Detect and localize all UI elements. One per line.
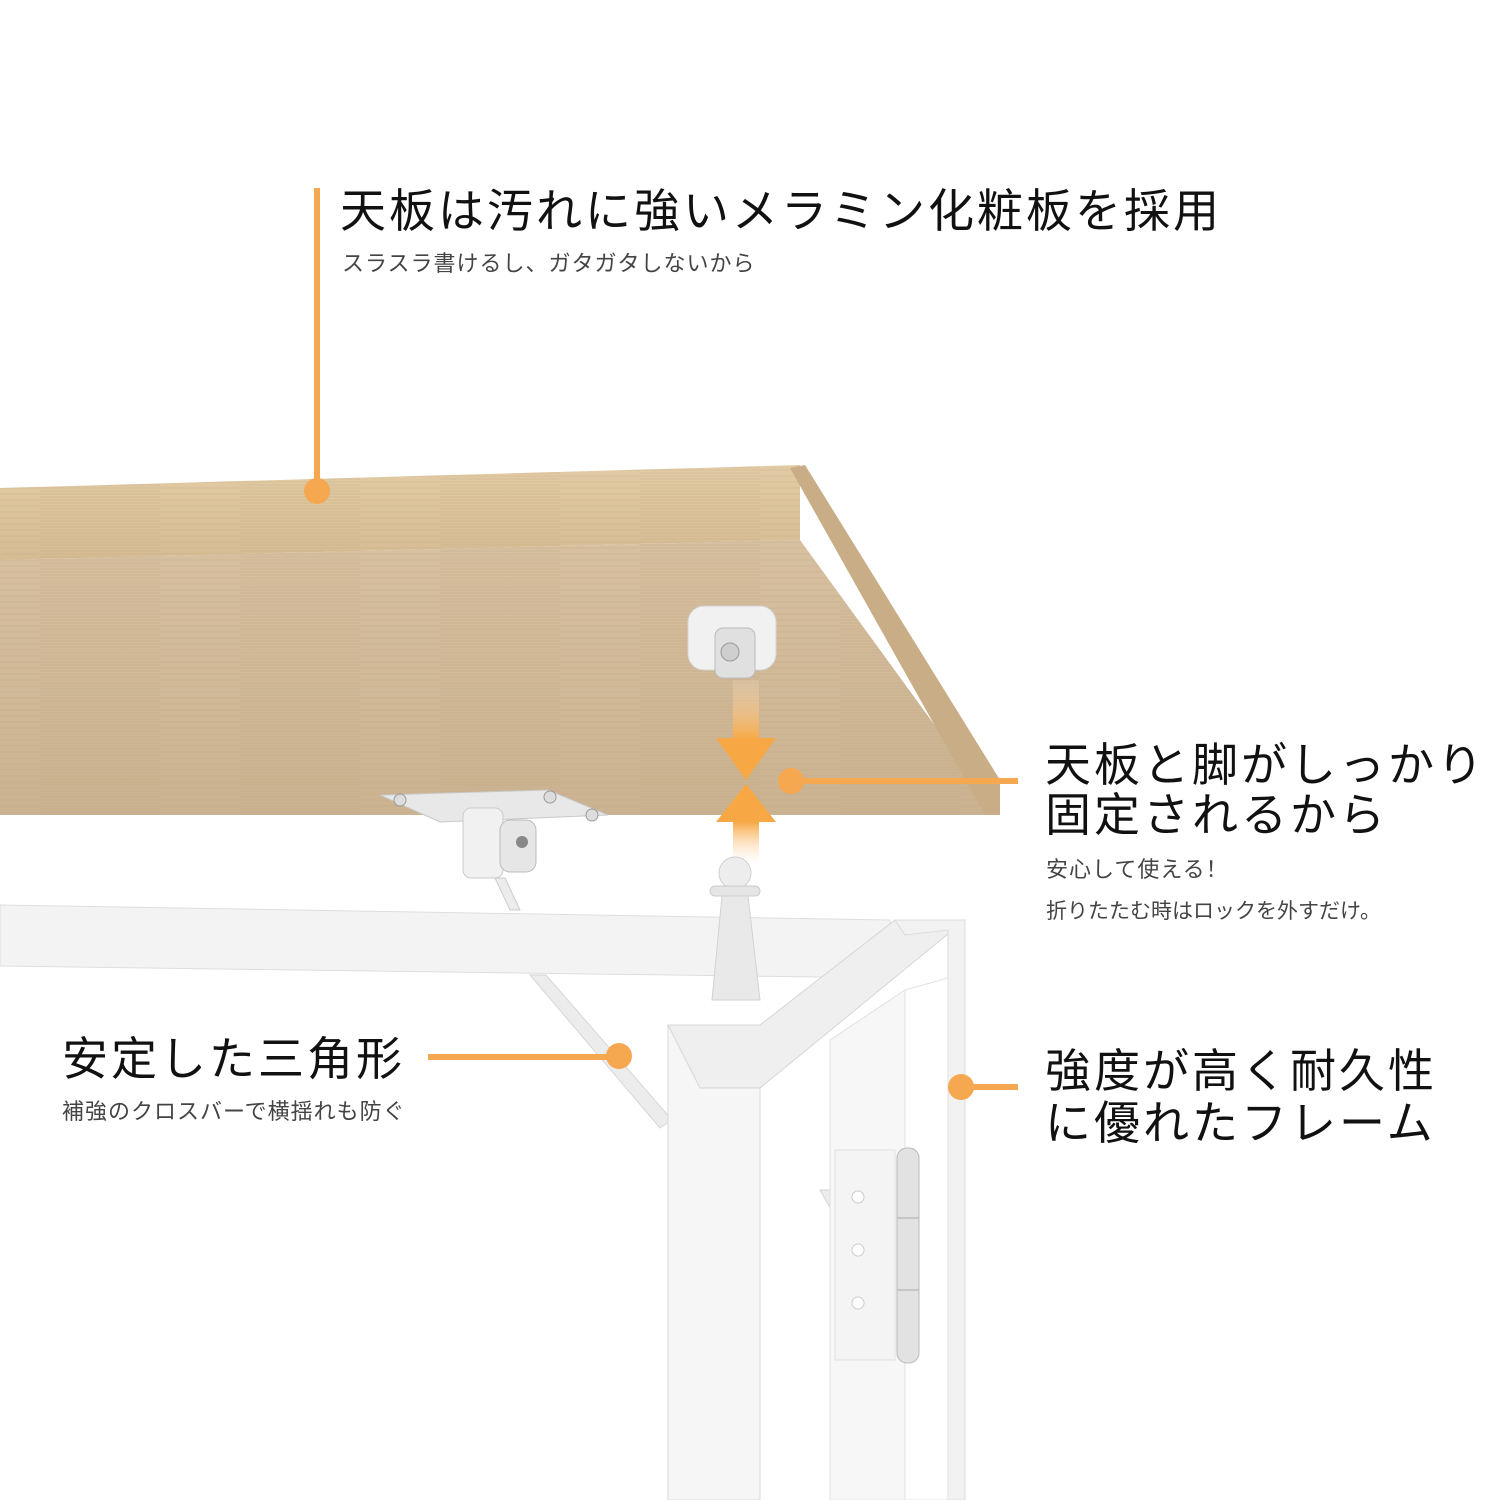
- callout-2-subtitle-line-2: 折りたたむ時はロックを外すだけ。: [1046, 899, 1381, 923]
- callout-4-leader-line: [960, 1084, 1018, 1090]
- callout-3-title: 安定した三角形: [62, 1032, 405, 1086]
- callout-1-leader-line: [314, 188, 320, 490]
- callout-4-title-line-1: 強度が高く耐久性: [1045, 1044, 1437, 1098]
- callout-2-title-line-1: 天板と脚がしっかり: [1045, 738, 1486, 792]
- callout-2-leader-line: [790, 778, 1018, 784]
- callout-1-marker-dot: [304, 478, 330, 504]
- callout-1-title: 天板は汚れに強いメラミン化粧板を採用: [340, 184, 1222, 238]
- callout-3-marker-dot: [606, 1043, 632, 1069]
- callout-1-subtitle: スラスラ書けるし、ガタガタしないから: [342, 252, 756, 277]
- callout-3-leader-line: [428, 1054, 618, 1060]
- callout-2-subtitle-line-1: 安心して使える！: [1046, 858, 1229, 883]
- callout-3-subtitle: 補強のクロスバーで横揺れも防ぐ: [62, 1100, 406, 1125]
- callout-4-title-line-2: に優れたフレーム: [1045, 1096, 1436, 1150]
- callout-2-title-line-2: 固定されるから: [1045, 788, 1388, 842]
